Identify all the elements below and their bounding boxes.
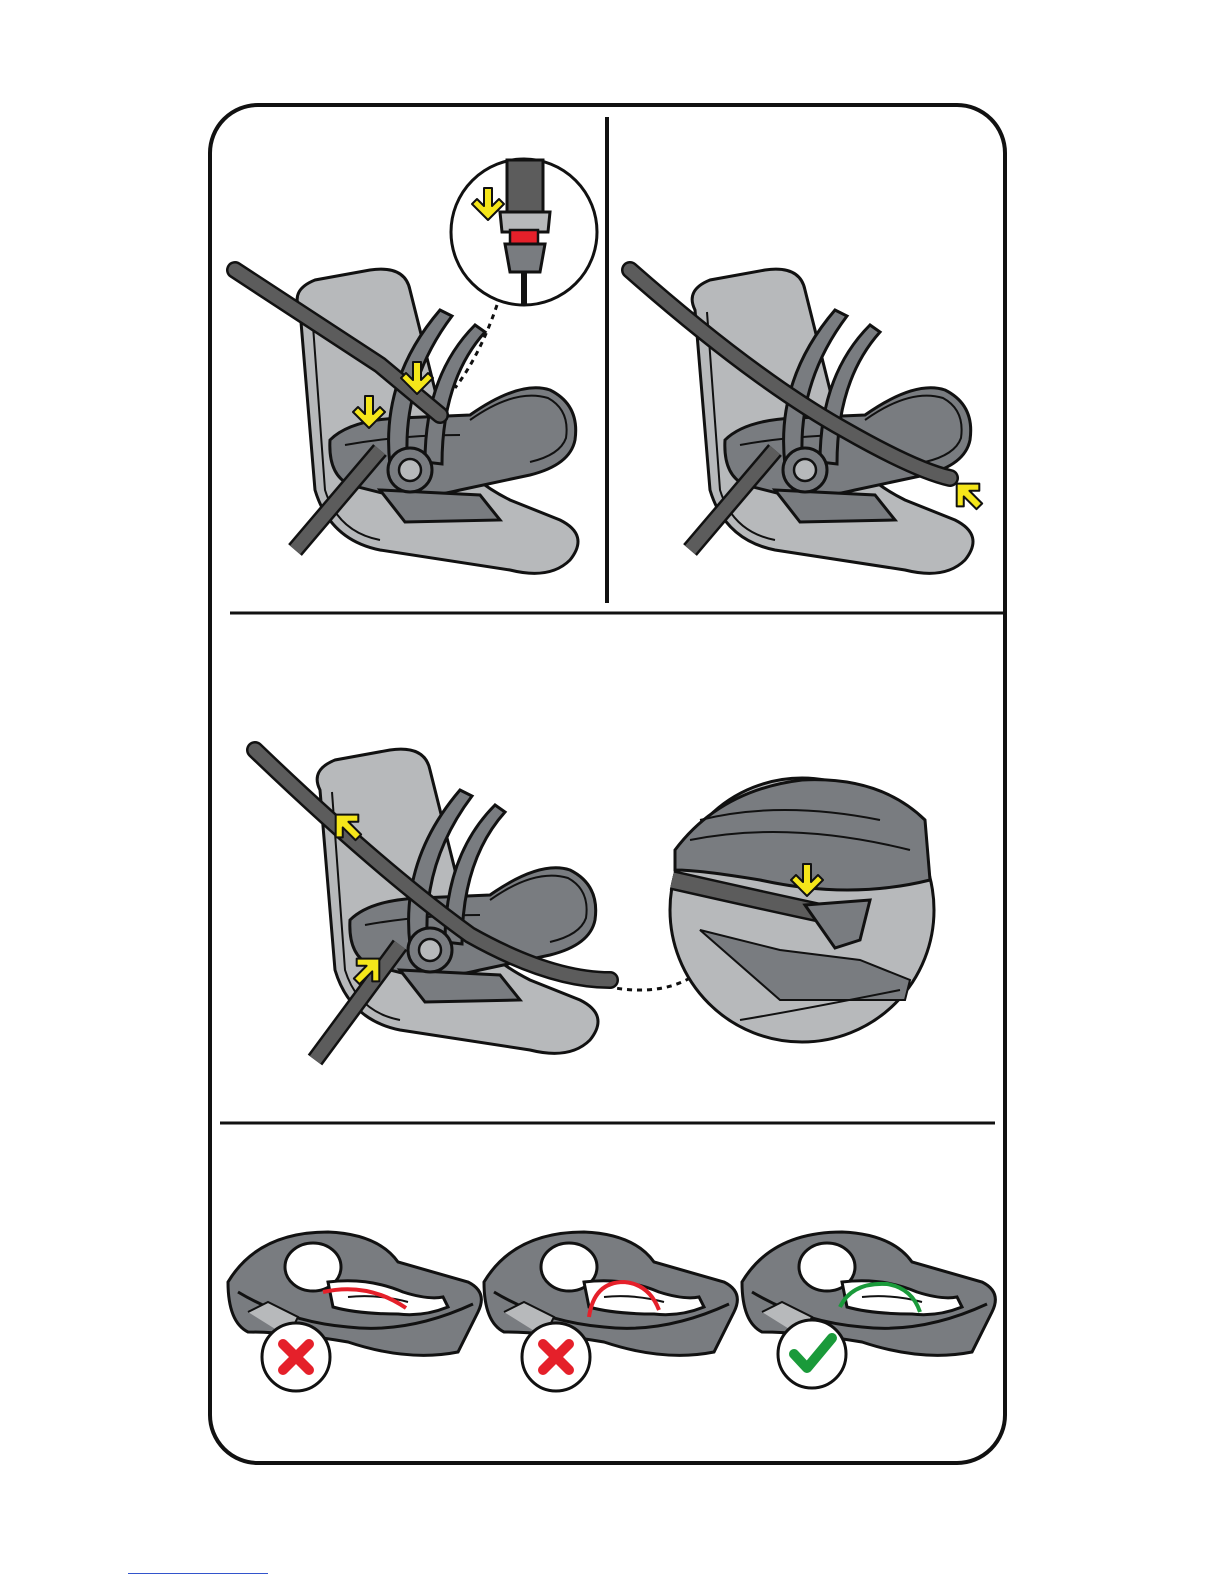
panel-step-buckle-belt: [235, 269, 578, 573]
harness-variant-incorrect-1: [228, 1232, 481, 1391]
cross-icon: [522, 1323, 590, 1391]
harness-variant-incorrect-2: [484, 1232, 737, 1391]
belt-guide-detail-icon: [670, 778, 934, 1042]
check-icon: [778, 1320, 846, 1388]
panel-step-tighten-belt: [255, 749, 610, 1060]
buckle-detail-icon: [451, 159, 597, 305]
panel-step-route-belt: [630, 269, 973, 573]
callout-pointer: [615, 978, 690, 990]
footer-link-underline[interactable]: [128, 1572, 268, 1574]
harness-variant-correct: [742, 1232, 995, 1388]
cross-icon: [262, 1323, 330, 1391]
